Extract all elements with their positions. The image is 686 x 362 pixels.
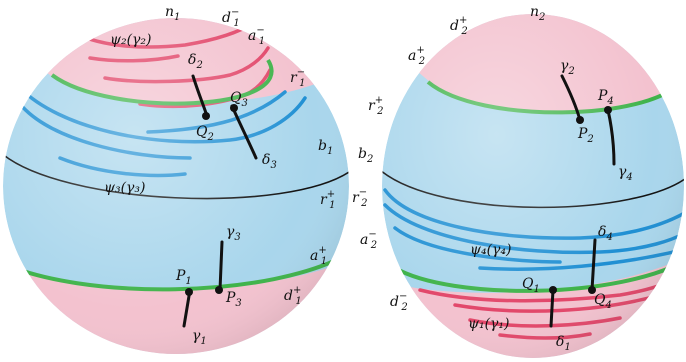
left-point-P3 <box>215 286 223 294</box>
right-points <box>549 106 612 294</box>
label-d2m: d−2 <box>390 291 408 313</box>
label-P4: P4 <box>597 88 614 107</box>
label-delta1: δ1 <box>556 334 571 353</box>
left-point-Q3 <box>230 104 238 112</box>
label-P2: P2 <box>577 126 594 145</box>
label-Q3: Q3 <box>230 90 248 109</box>
label-gamma1: γ1 <box>192 328 207 347</box>
label-psi3: ψ₃(γ₃) <box>104 180 146 196</box>
label-P3: P3 <box>225 290 242 309</box>
left-sphere <box>3 18 349 354</box>
label-P1: P1 <box>175 268 192 287</box>
label-d2p: d+2 <box>450 15 468 37</box>
left-gamma3-segment <box>218 240 224 292</box>
label-Q1: Q1 <box>522 276 540 295</box>
label-psi4: ψ₄(γ₄) <box>470 242 512 258</box>
label-delta4: δ4 <box>598 224 613 243</box>
label-n1: n1 <box>165 4 180 23</box>
label-r2m: r−2 <box>352 187 367 209</box>
label-b2: b2 <box>358 146 373 165</box>
right-gamma4-segment <box>606 108 616 166</box>
right-point-Q1 <box>549 286 557 294</box>
label-a1p: a+1 <box>310 245 327 267</box>
right-point-P4 <box>604 106 612 114</box>
right-delta4-segment <box>590 238 597 292</box>
label-r1m: r−1 <box>290 67 305 89</box>
label-gamma3: γ3 <box>226 224 241 243</box>
label-n2: n2 <box>530 4 545 23</box>
label-gamma2: γ2 <box>560 58 575 77</box>
label-gamma4: γ4 <box>618 164 633 183</box>
label-psi1: ψ₁(γ₁) <box>468 316 510 332</box>
left-point-P1 <box>185 288 193 296</box>
label-r2p: r+2 <box>368 95 383 117</box>
label-psi2: ψ₂(γ₂) <box>110 32 152 48</box>
label-delta3: δ3 <box>262 152 277 171</box>
label-delta2: δ2 <box>188 52 203 71</box>
label-Q4: Q4 <box>594 292 612 311</box>
left-points <box>185 104 238 296</box>
right-point-P2 <box>576 116 584 124</box>
right-sphere <box>382 14 684 358</box>
label-r1p: r+1 <box>320 189 335 211</box>
label-a2p: a+2 <box>408 45 425 67</box>
label-a2m: a−2 <box>360 229 377 251</box>
right-point-Q4 <box>588 286 596 294</box>
right-delta1-segment <box>549 288 555 328</box>
label-b1: b1 <box>318 138 333 157</box>
label-a1m: a−1 <box>248 25 265 47</box>
label-Q2: Q2 <box>196 124 214 143</box>
label-d1m: d−1 <box>222 7 240 29</box>
left-point-Q2 <box>202 112 210 120</box>
label-d1p: d+1 <box>284 285 302 307</box>
